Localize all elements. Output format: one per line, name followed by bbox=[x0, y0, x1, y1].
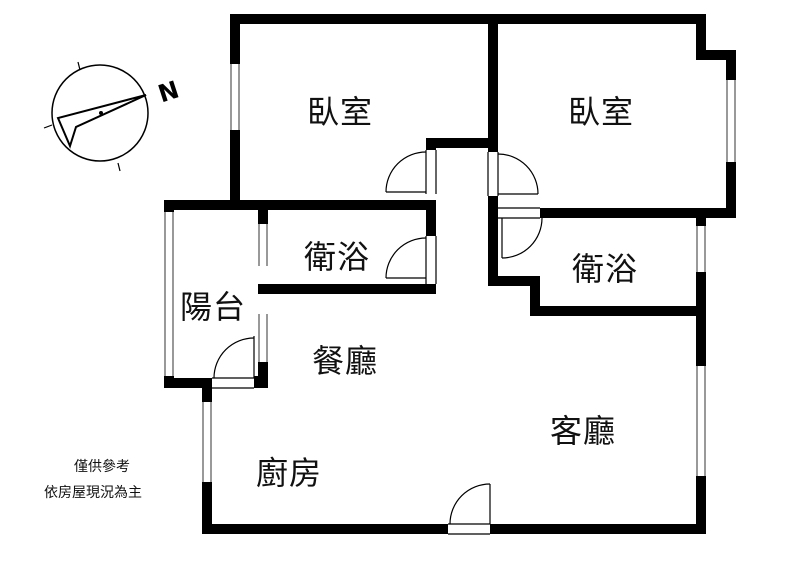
door bbox=[448, 483, 491, 535]
room-label-living-room: 客廳 bbox=[550, 412, 617, 450]
wall bbox=[426, 138, 436, 150]
compass-north-label: N bbox=[155, 75, 183, 108]
doors bbox=[212, 150, 543, 535]
wall bbox=[488, 14, 498, 152]
room-label-bathroom-2: 衛浴 bbox=[572, 250, 639, 288]
wall bbox=[202, 524, 448, 534]
door bbox=[385, 150, 437, 194]
window bbox=[725, 80, 737, 162]
wall bbox=[164, 378, 214, 388]
wall bbox=[696, 14, 706, 60]
wall bbox=[488, 196, 498, 286]
door bbox=[212, 336, 255, 389]
compass-ring bbox=[51, 64, 149, 162]
door bbox=[498, 207, 543, 259]
compass: N bbox=[43, 61, 183, 172]
windows bbox=[163, 64, 737, 482]
window bbox=[229, 64, 241, 130]
wall bbox=[696, 50, 736, 60]
compass-needle bbox=[56, 94, 147, 149]
wall bbox=[230, 14, 706, 24]
wall bbox=[488, 276, 540, 286]
window bbox=[695, 226, 707, 272]
wall bbox=[254, 376, 268, 388]
window bbox=[201, 402, 213, 482]
room-label-bathroom-1: 衛浴 bbox=[304, 238, 371, 276]
room-label-balcony: 陽台 bbox=[180, 288, 247, 326]
compass-center-dot bbox=[99, 111, 103, 115]
wall bbox=[258, 284, 436, 294]
window bbox=[257, 314, 269, 362]
wall bbox=[530, 306, 706, 316]
window bbox=[257, 224, 269, 266]
wall bbox=[426, 200, 436, 236]
wall bbox=[540, 208, 736, 218]
compass-tick-top bbox=[77, 61, 81, 71]
compass-tick-left bbox=[43, 124, 53, 129]
window bbox=[695, 366, 707, 476]
wall bbox=[164, 200, 436, 210]
door bbox=[487, 152, 539, 196]
room-label-bedroom-2: 臥室 bbox=[568, 93, 635, 131]
wall bbox=[490, 524, 706, 534]
disclaimer-line-2: 依房屋現況為主 bbox=[44, 485, 142, 501]
walls bbox=[164, 14, 736, 534]
room-label-bedroom-1: 臥室 bbox=[307, 93, 374, 131]
compass-needle-axis bbox=[75, 94, 147, 128]
compass-tick-bottom bbox=[117, 162, 121, 172]
disclaimer-line-1: 僅供參考 bbox=[74, 459, 130, 475]
door bbox=[385, 236, 437, 284]
room-label-dining-room: 餐廳 bbox=[312, 342, 379, 380]
wall bbox=[258, 362, 268, 388]
window bbox=[163, 212, 175, 376]
wall bbox=[426, 138, 498, 148]
room-label-kitchen: 廚房 bbox=[256, 454, 323, 492]
wall bbox=[530, 276, 540, 316]
